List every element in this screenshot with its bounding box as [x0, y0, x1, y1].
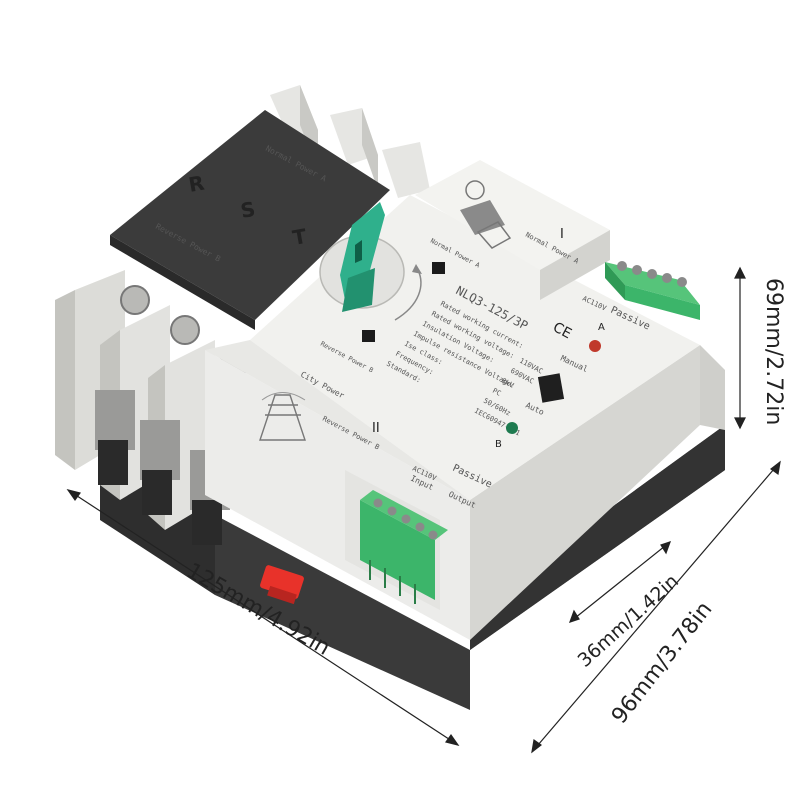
front-depth-arrow-end	[569, 609, 580, 623]
indicator-a-label: A	[598, 322, 605, 333]
indicator-a	[589, 340, 601, 352]
upper-roman-one: I	[560, 227, 564, 242]
front-depth-dim-line	[569, 541, 671, 623]
depth-dim-line	[531, 461, 781, 753]
width-arrow-start	[66, 489, 82, 502]
lower-roman-two: II	[372, 421, 380, 436]
manual-auto-switch[interactable]	[537, 373, 565, 403]
window-a	[432, 262, 445, 274]
height-arrow-end	[734, 417, 746, 430]
switch-arrow-icon	[394, 264, 422, 321]
rear-terminal-fins	[270, 85, 430, 198]
din-clip	[260, 565, 304, 605]
height-dimension: 69mm/2.72in	[761, 278, 786, 425]
depth-arrow-start	[769, 460, 781, 476]
solar-house-icon	[460, 180, 512, 249]
top-cover	[110, 110, 390, 330]
width-arrow-end	[444, 733, 460, 746]
indicator-b-label: B	[495, 439, 502, 450]
power-tower-icon	[259, 392, 306, 441]
depth-arrow-end	[531, 738, 543, 754]
upper-module	[415, 160, 610, 300]
phase-t: T	[291, 224, 309, 250]
top-terminal-block	[605, 261, 700, 320]
front-terminal-box	[345, 470, 448, 610]
phase-s: S	[239, 197, 257, 223]
phase-r: R	[187, 171, 206, 197]
window-b	[362, 330, 375, 342]
indicator-b	[506, 422, 518, 434]
width-dim-line	[67, 489, 459, 746]
ce-mark: CE	[550, 319, 574, 342]
handle[interactable]	[340, 202, 385, 312]
front-depth-arrow-start	[660, 541, 671, 555]
height-arrow-start	[734, 266, 746, 279]
spec-value: PC	[491, 387, 502, 398]
dimension-lines	[66, 266, 781, 754]
